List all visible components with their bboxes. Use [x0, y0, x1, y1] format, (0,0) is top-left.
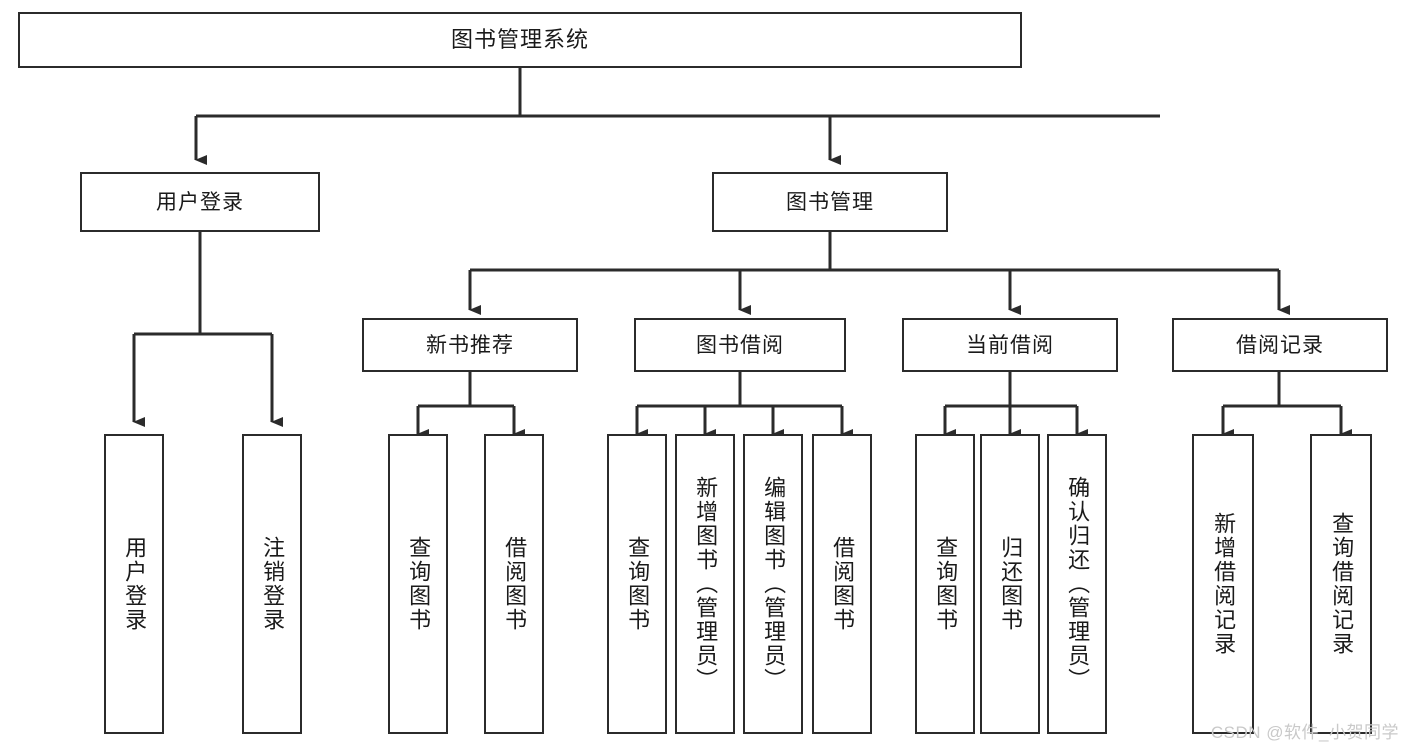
node-leaf-user-login-label: 用户登录	[122, 536, 148, 632]
node-root[interactable]: 图书管理系统	[18, 12, 1022, 68]
node-leaf-query-book-2[interactable]: 查询图书	[607, 434, 667, 734]
node-leaf-query-book-1-label: 查询图书	[406, 536, 432, 632]
node-leaf-borrow-book-2[interactable]: 借阅图书	[812, 434, 872, 734]
node-root-label: 图书管理系统	[450, 27, 589, 52]
node-user-login-label: 用户登录	[156, 190, 244, 214]
node-leaf-add-record[interactable]: 新增借阅记录	[1192, 434, 1254, 734]
node-new-book-recommend[interactable]: 新书推荐	[362, 318, 578, 372]
node-leaf-add-record-label: 新增借阅记录	[1211, 512, 1237, 656]
node-leaf-borrow-book-2-label: 借阅图书	[830, 536, 856, 632]
node-leaf-query-record[interactable]: 查询借阅记录	[1310, 434, 1372, 734]
node-leaf-add-book-label: 新增图书（管理员）	[693, 476, 719, 692]
node-leaf-query-book-3[interactable]: 查询图书	[915, 434, 975, 734]
node-current-borrow[interactable]: 当前借阅	[902, 318, 1118, 372]
node-leaf-borrow-book-1-label: 借阅图书	[502, 536, 528, 632]
node-borrow-record[interactable]: 借阅记录	[1172, 318, 1388, 372]
node-leaf-return-book[interactable]: 归还图书	[980, 434, 1040, 734]
node-book-borrow-label: 图书借阅	[696, 333, 784, 357]
node-leaf-logout-label: 注销登录	[260, 536, 286, 632]
node-borrow-record-label: 借阅记录	[1236, 333, 1324, 357]
node-leaf-query-book-2-label: 查询图书	[625, 536, 651, 632]
node-leaf-user-login[interactable]: 用户登录	[104, 434, 164, 734]
node-current-borrow-label: 当前借阅	[966, 333, 1054, 357]
node-leaf-query-book-3-label: 查询图书	[933, 536, 959, 632]
node-book-manage-label: 图书管理	[786, 190, 874, 214]
node-leaf-edit-book[interactable]: 编辑图书（管理员）	[743, 434, 803, 734]
node-leaf-confirm-return-label: 确认归还（管理员）	[1065, 476, 1091, 692]
watermark: CSDN @软件_小贺同学	[1210, 723, 1399, 742]
node-leaf-return-book-label: 归还图书	[998, 536, 1024, 632]
node-leaf-query-book-1[interactable]: 查询图书	[388, 434, 448, 734]
node-book-manage[interactable]: 图书管理	[712, 172, 948, 232]
node-leaf-edit-book-label: 编辑图书（管理员）	[761, 476, 787, 692]
node-leaf-confirm-return[interactable]: 确认归还（管理员）	[1047, 434, 1107, 734]
node-leaf-borrow-book-1[interactable]: 借阅图书	[484, 434, 544, 734]
node-new-book-recommend-label: 新书推荐	[426, 333, 514, 357]
node-book-borrow[interactable]: 图书借阅	[634, 318, 846, 372]
node-leaf-add-book[interactable]: 新增图书（管理员）	[675, 434, 735, 734]
node-leaf-logout[interactable]: 注销登录	[242, 434, 302, 734]
node-user-login[interactable]: 用户登录	[80, 172, 320, 232]
node-leaf-query-record-label: 查询借阅记录	[1329, 512, 1355, 656]
